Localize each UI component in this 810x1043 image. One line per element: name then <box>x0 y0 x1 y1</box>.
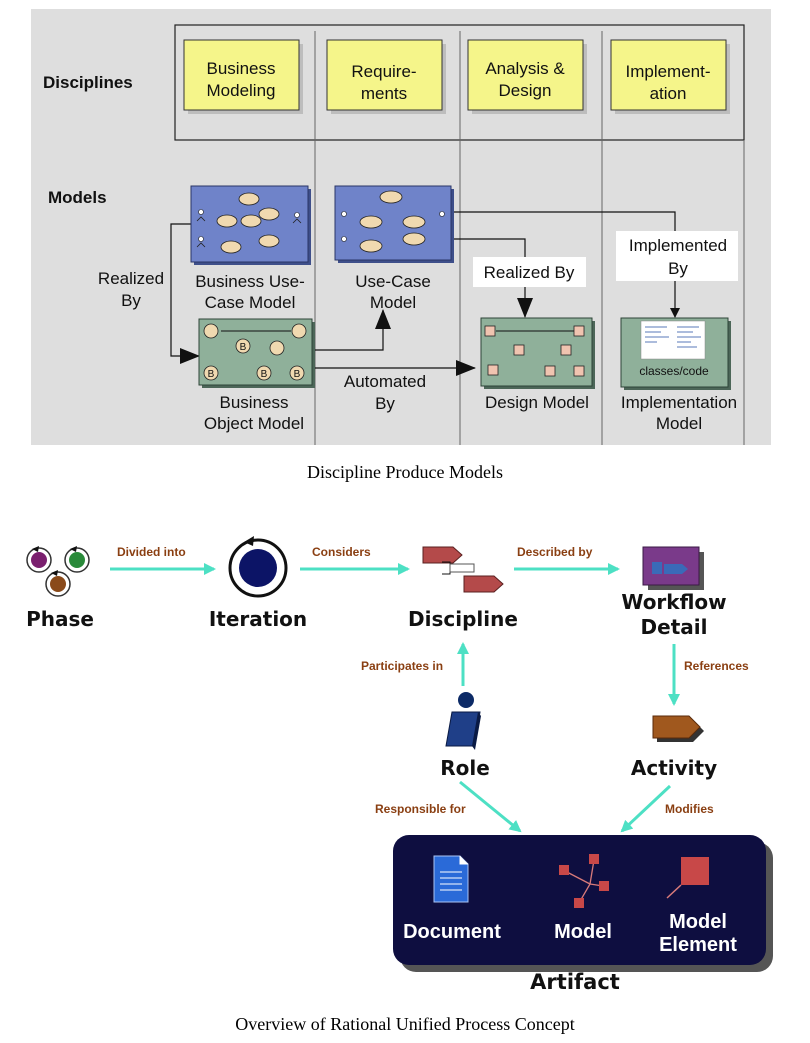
business-object-model-label: Object Model <box>204 414 304 433</box>
models-row-label: Models <box>48 188 107 207</box>
implemented-by-label: By <box>668 259 688 278</box>
business-object-model-label: Business <box>220 393 289 412</box>
model-label: Model <box>554 921 612 943</box>
realized-by-label: By <box>121 291 141 310</box>
model-element-icon <box>666 857 709 899</box>
realized-by-label: Realized By <box>484 263 575 282</box>
implementation-model-icon: classes/code <box>620 317 731 390</box>
discipline-label: Analysis & <box>485 59 565 78</box>
edge-label-described-by: Described by <box>517 545 593 559</box>
model-connectors <box>170 211 680 376</box>
discipline-icon <box>422 546 504 593</box>
b-glyph: B <box>294 369 301 380</box>
workflow-detail-icon <box>642 546 704 590</box>
discipline-label: Require- <box>351 62 416 81</box>
role-icon <box>445 692 481 750</box>
automated-by-label: By <box>375 394 395 413</box>
discipline-business-modeling: Business Modeling <box>183 39 303 114</box>
discipline-models-diagram: Disciplines Models Business Modeling Req… <box>43 24 745 445</box>
design-model-label: Design Model <box>485 393 589 412</box>
discipline-requirements: Require- ments <box>326 39 446 114</box>
business-use-case-model-label: Case Model <box>205 293 296 312</box>
document-label: Document <box>403 921 501 943</box>
edge-label-divided-into: Divided into <box>117 545 186 559</box>
workflow-detail-label: Detail <box>641 615 708 639</box>
realized-by-box <box>473 257 586 287</box>
edge-label-responsible-for: Responsible for <box>375 802 466 816</box>
edge-label-considers: Considers <box>312 545 371 559</box>
business-object-model-icon: B B B B <box>198 318 315 388</box>
edge-label-modifies: Modifies <box>665 802 714 816</box>
realized-by-label: Realized <box>98 269 164 288</box>
edge-label-participates-in: Participates in <box>361 659 443 673</box>
discipline-label: ments <box>361 84 407 103</box>
rup-overview-diagram: Divided into Considers Described by Part… <box>26 536 773 994</box>
discipline-models-figure: Disciplines Models Business Modeling Req… <box>31 9 771 445</box>
discipline-label: Business <box>207 59 276 78</box>
discipline-label: Design <box>499 81 552 100</box>
implementation-model-label: Model <box>656 414 702 433</box>
edge-label-references: References <box>684 659 749 673</box>
role-label: Role <box>440 756 490 780</box>
iteration-icon <box>228 536 288 598</box>
rup-overview-figure: Divided into Considers Described by Part… <box>22 520 792 1000</box>
activity-label: Activity <box>631 756 717 780</box>
disciplines-row-label: Disciplines <box>43 73 133 92</box>
model-icon <box>559 854 609 908</box>
b-glyph: B <box>261 369 268 380</box>
discipline-label: Discipline <box>408 607 518 631</box>
artifact-label: Artifact <box>530 970 620 994</box>
model-element-label: Element <box>659 934 737 956</box>
discipline-analysis-design: Analysis & Design <box>467 39 587 114</box>
model-element-label: Model <box>669 911 727 933</box>
implementation-model-label: Implementation <box>621 393 737 412</box>
iteration-label: Iteration <box>209 607 307 631</box>
business-use-case-model-label: Business Use- <box>195 272 305 291</box>
phase-icon <box>26 546 90 597</box>
document-icon <box>433 855 469 903</box>
use-case-model-label: Model <box>370 293 416 312</box>
discipline-label: Implement- <box>625 62 710 81</box>
phase-label: Phase <box>26 607 94 631</box>
implemented-by-label: Implemented <box>629 236 727 255</box>
workflow-detail-label: Workflow <box>621 590 726 614</box>
concept-arrows <box>110 563 680 833</box>
implementation-inner-label: classes/code <box>639 364 709 378</box>
b-glyph: B <box>208 369 215 380</box>
design-model-icon <box>480 317 595 389</box>
use-case-model-label: Use-Case <box>355 272 431 291</box>
discipline-implementation: Implement- ation <box>610 39 730 114</box>
figure1-caption: Discipline Produce Models <box>307 462 503 482</box>
discipline-label: Modeling <box>207 81 276 100</box>
business-use-case-model-icon <box>190 185 311 265</box>
activity-icon <box>652 715 704 742</box>
figure2-caption: Overview of Rational Unified Process Con… <box>235 1014 575 1034</box>
implemented-by-box <box>616 231 738 281</box>
b-glyph: B <box>240 342 247 353</box>
use-case-model-icon <box>334 185 454 263</box>
discipline-label: ation <box>650 84 687 103</box>
automated-by-label: Automated <box>344 372 426 391</box>
